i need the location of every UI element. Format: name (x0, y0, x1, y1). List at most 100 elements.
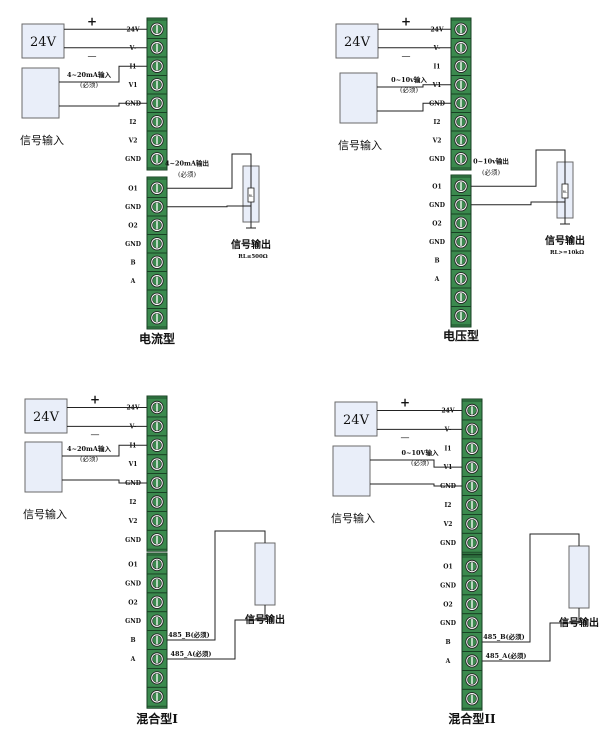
output-o1-wire (471, 149, 566, 187)
input-note-2: (必须) (411, 458, 430, 467)
minus-sign: — (91, 430, 100, 440)
panel-mixed2: 24VV-I1V1GNDI2V2GNDO1GNDO2GNDBA24V+—信号输入… (331, 395, 599, 726)
panel-title: 电流型 (139, 331, 175, 346)
plus-sign: + (400, 395, 410, 409)
terminal-label: A (434, 276, 440, 283)
terminal-label: O2 (128, 599, 137, 606)
lower-terminal-cell (450, 306, 472, 326)
plus-sign: + (401, 14, 411, 28)
terminal-label: GND (125, 537, 141, 544)
signal-input-box (332, 445, 371, 497)
input-signal-wire (377, 84, 451, 88)
terminal-label: GND (125, 156, 141, 163)
upper-terminal-cell (146, 149, 168, 169)
power-supply-box (335, 23, 379, 59)
terminal-label: O2 (128, 222, 137, 229)
signal-input-box (339, 72, 378, 124)
terminal-label: B (434, 257, 439, 264)
signal-input-box (21, 67, 60, 119)
panel-voltage: 24VV-I1V1GNDI2V2GNDO1GNDO2GNDBA24V+—信号输入… (335, 14, 585, 343)
output-note: 485_B(必须) (168, 630, 209, 639)
input-gnd-wire (377, 102, 451, 112)
terminal-label: O1 (128, 561, 137, 568)
minus-sign: — (401, 433, 410, 443)
signal-output-box (568, 545, 590, 609)
input-note-2: (必须) (400, 85, 419, 94)
plus-sign: + (90, 392, 100, 406)
upper-terminal-cell (461, 532, 483, 553)
terminal-label: A (130, 278, 136, 285)
power-supply-label: 24V (343, 413, 370, 428)
terminal-label: O2 (432, 220, 441, 227)
terminal-label: I2 (130, 119, 137, 126)
terminal-label: B (130, 259, 135, 266)
terminal-label: GND (125, 580, 141, 587)
output-note: 4~20mA输出 (165, 158, 209, 167)
input-signal-wire (62, 444, 147, 457)
output-note: 485_B(必须) (483, 632, 524, 641)
terminal-label: A (445, 658, 451, 665)
signal-input-label: 信号输入 (338, 138, 382, 152)
lower-terminal-cell (461, 688, 483, 709)
signal-output-label: 信号输出 (545, 234, 585, 247)
terminal-label: A (130, 656, 136, 663)
terminal-label: GND (429, 239, 445, 246)
terminal-label: V2 (432, 137, 442, 144)
output-gnd-wire (471, 201, 565, 206)
rs485-a-wire (482, 608, 580, 662)
terminal-label: GND (125, 204, 141, 211)
terminal-label: V2 (443, 521, 453, 528)
terminal-label: O2 (443, 601, 452, 608)
terminal-label: GND (429, 156, 445, 163)
input-note: 4~20mA输入 (67, 444, 111, 453)
signal-input-label: 信号输入 (20, 133, 64, 147)
input-note-2: (必须) (80, 80, 99, 89)
power-supply-box (334, 401, 378, 437)
resistor-label: RL (249, 194, 253, 198)
upper-terminal-cell (146, 529, 168, 550)
output-note-2: (必须) (482, 167, 501, 176)
terminal-label: GND (440, 540, 456, 547)
terminal-label: I1 (445, 445, 452, 452)
lower-terminal-cell (146, 686, 168, 707)
load-note: RL>=10kΩ (550, 250, 584, 256)
rs485-b-wire (167, 530, 266, 641)
panel-title: 混合型I (136, 711, 178, 726)
lower-terminal-cell (146, 308, 168, 328)
terminal-label: I2 (445, 502, 452, 509)
input-gnd-wire (59, 102, 147, 107)
terminal-label: O1 (128, 185, 137, 192)
output-gnd-wire (167, 205, 251, 208)
signal-input-box (24, 441, 63, 493)
panel-current: 24VV-I1V1GNDI2V2GNDO1GNDO2GNDBA24V+—信号输入… (20, 14, 271, 346)
load-note: RL≤500Ω (238, 254, 268, 260)
terminal-label: V2 (128, 137, 138, 144)
terminal-label: O1 (432, 183, 441, 190)
input-note: 4~20mA输入 (67, 70, 111, 79)
signal-input-label: 信号输入 (23, 507, 67, 521)
terminal-label: B (445, 639, 450, 646)
terminal-label: GND (429, 202, 445, 209)
upper-terminal-cell (450, 149, 472, 169)
signal-input-label: 信号输入 (331, 511, 375, 525)
output-note-2: 485_A(必须) (485, 651, 526, 660)
input-note: 0~10v输入 (391, 75, 427, 84)
rs485-b-wire (482, 533, 580, 643)
resistor-label: RL (563, 190, 567, 194)
output-o1-wire (167, 153, 252, 189)
rs485-a-wire (167, 605, 266, 660)
terminal-label: I2 (130, 499, 137, 506)
signal-output-label: 信号输出 (245, 613, 285, 626)
panel-title: 电压型 (443, 328, 479, 343)
terminal-label: GND (125, 618, 141, 625)
power-supply-box (21, 23, 65, 59)
terminal-label: O1 (443, 563, 452, 570)
output-note-2: 485_A(必须) (170, 649, 211, 658)
panel-title: 混合型II (448, 711, 496, 726)
input-gnd-wire (62, 479, 147, 484)
minus-sign: — (402, 52, 411, 62)
terminal-label: GND (440, 582, 456, 589)
terminal-label: B (130, 637, 135, 644)
power-supply-label: 24V (33, 410, 60, 425)
output-note-2: (必须) (178, 169, 197, 178)
